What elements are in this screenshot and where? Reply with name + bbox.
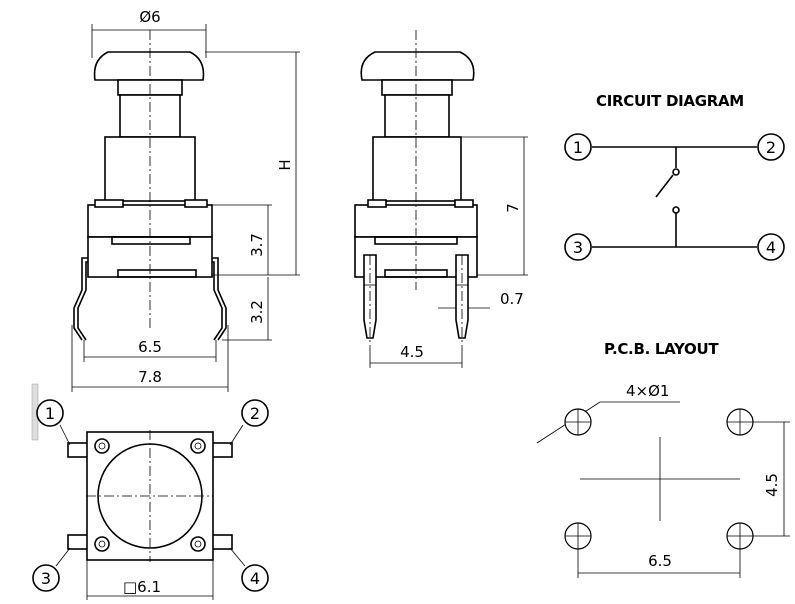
dim-cap-diameter: Ø6 <box>139 8 160 26</box>
circuit-terminal-4 <box>757 233 785 261</box>
top-corner-post-3-inner <box>98 540 106 548</box>
front-body-lug-right <box>184 199 208 208</box>
dim-lead-length: 3.2 <box>248 300 266 324</box>
top-corner-post-3 <box>94 536 110 552</box>
side-body-lug-left <box>367 199 387 208</box>
top-corner-post-1 <box>94 438 110 454</box>
circuit-heading: CIRCUIT DIAGRAM <box>596 92 744 110</box>
front-view: Ø6 H 3.7 3.2 6.5 7.8 <box>71 8 300 392</box>
top-pin-2-label: 2 <box>250 404 260 423</box>
pcb-hole-3 <box>564 522 592 550</box>
top-view: 1 2 3 4 □6.1 <box>31 383 269 600</box>
circuit-terminal-3-label: 3 <box>573 238 583 257</box>
circuit-terminal-4-label: 4 <box>766 238 776 257</box>
dim-height: H <box>276 159 294 170</box>
front-body-lug-left <box>94 199 124 208</box>
top-pin-3-label: 3 <box>41 569 51 588</box>
top-corner-post-2 <box>190 438 206 454</box>
front-lead-right <box>212 257 227 341</box>
top-pin-3-bubble <box>32 564 60 592</box>
side-view: 7 0.7 4.5 <box>354 30 528 368</box>
circuit-terminal-1 <box>564 133 592 161</box>
circuit-terminal-3 <box>564 233 592 261</box>
front-body-slot-top <box>111 236 191 245</box>
dim-lead-inner: 6.5 <box>138 338 162 356</box>
pcb-hole-1 <box>564 408 592 436</box>
front-lead-left <box>73 257 88 341</box>
top-corner-post-1-inner <box>98 442 106 450</box>
pcb-hole-2 <box>726 408 754 436</box>
circuit-switch-blade <box>655 174 674 198</box>
circuit-contact-top <box>672 168 680 176</box>
front-body-slot-bottom <box>117 269 197 278</box>
side-body-lug-right <box>454 199 474 208</box>
dim-pcb-vertical: 4.5 <box>763 473 781 497</box>
top-corner-post-4 <box>190 536 206 552</box>
top-pin-2-leader <box>229 424 244 446</box>
top-pin-2-bubble <box>241 399 269 427</box>
pcb-hole-callout: 4×Ø1 <box>626 382 669 400</box>
top-pin-1-bubble <box>36 399 64 427</box>
top-pin-1-leader <box>59 424 71 446</box>
top-pin-4-bubble <box>241 564 269 592</box>
circuit-contact-bottom <box>672 206 680 214</box>
circuit-terminal-2 <box>757 133 785 161</box>
side-plunger <box>372 136 462 202</box>
circuit-diagram: CIRCUIT DIAGRAM 1 2 3 4 <box>564 92 785 261</box>
top-pin-3-leader <box>55 547 71 567</box>
circuit-terminal-2-label: 2 <box>766 138 776 157</box>
top-pin-1-label: 1 <box>45 404 55 423</box>
side-cap <box>360 51 475 81</box>
dim-body-size: □6.1 <box>123 578 161 596</box>
top-corner-post-2-inner <box>194 442 202 450</box>
dim-pcb-horizontal: 6.5 <box>648 552 672 570</box>
top-pin-4-leader <box>229 547 246 567</box>
circuit-terminal-1-label: 1 <box>573 138 583 157</box>
side-cap-neck <box>381 79 453 96</box>
pcb-heading: P.C.B. LAYOUT <box>604 340 719 358</box>
dim-total-height: 7 <box>504 203 522 213</box>
front-cap <box>93 51 205 81</box>
dim-lead-outer: 7.8 <box>138 368 162 386</box>
dim-body-height: 3.7 <box>248 233 266 257</box>
pcb-hole-4 <box>726 522 754 550</box>
side-stem <box>384 94 450 138</box>
dim-pin-spacing: 4.5 <box>400 343 424 361</box>
top-corner-post-4-inner <box>194 540 202 548</box>
pcb-layout: P.C.B. LAYOUT 4×Ø1 4.5 6.5 <box>536 340 790 578</box>
top-pin-4-label: 4 <box>250 569 260 588</box>
dim-pin-width: 0.7 <box>500 290 524 308</box>
